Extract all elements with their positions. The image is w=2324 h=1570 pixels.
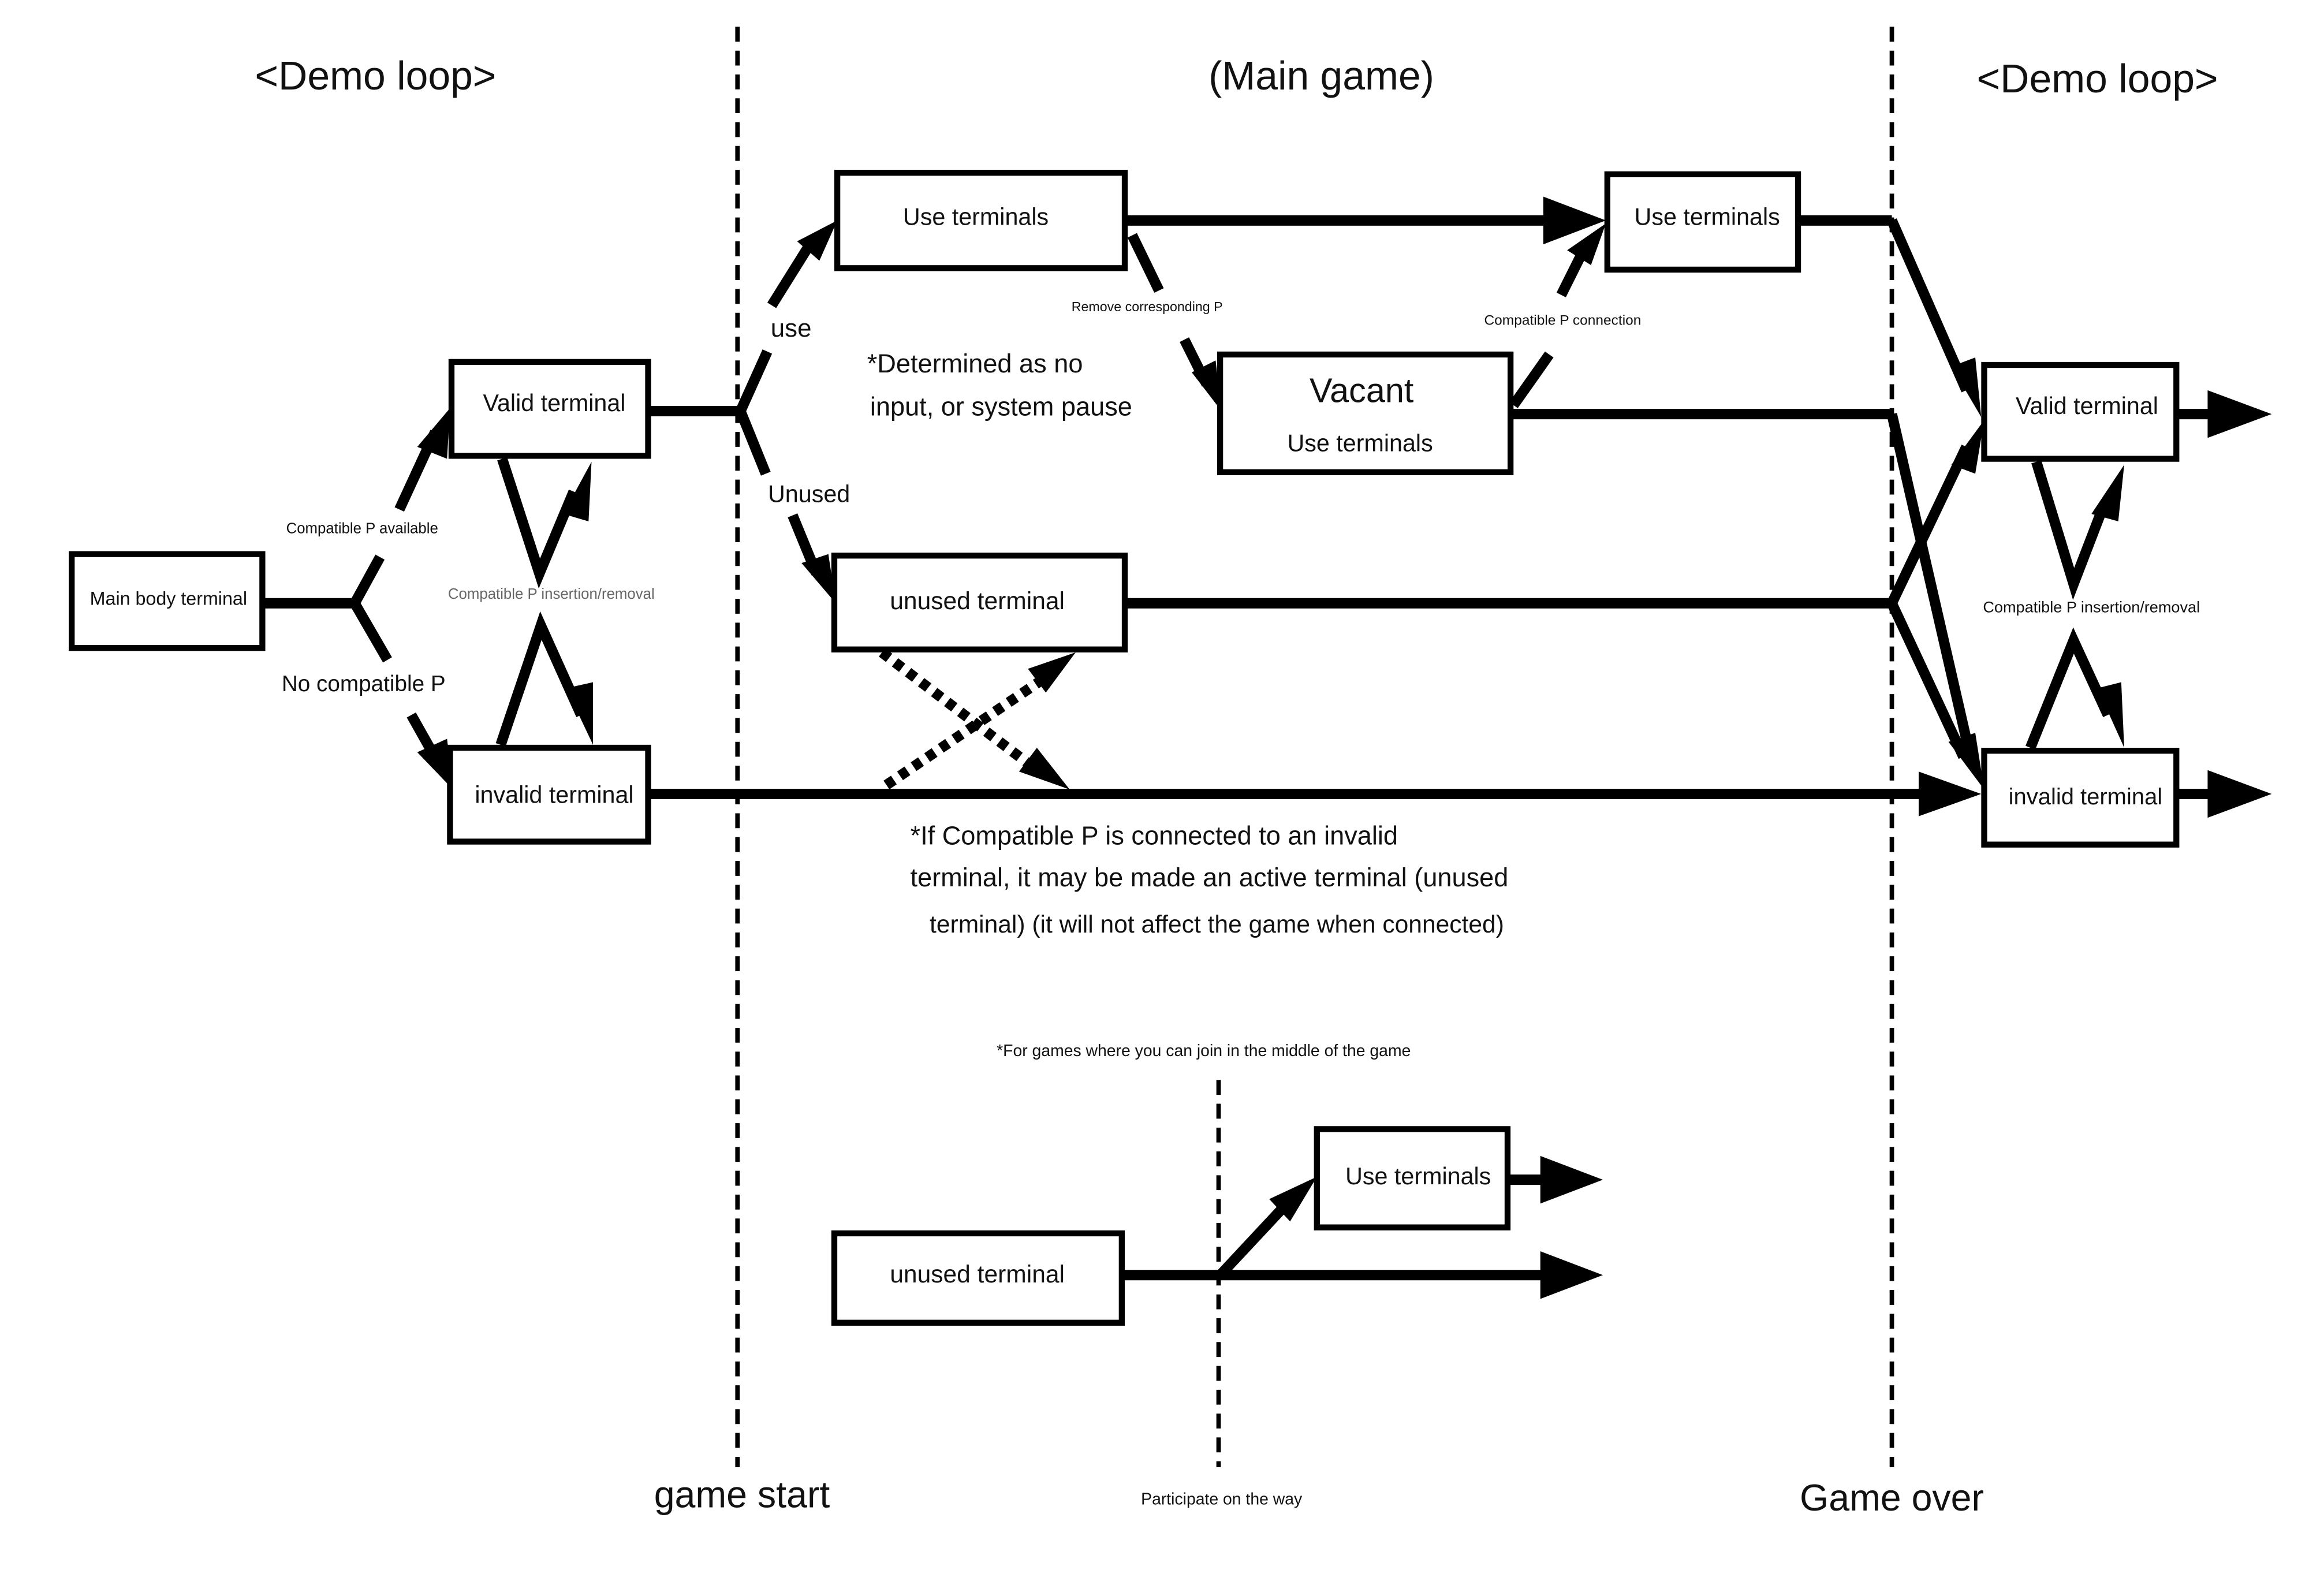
arrowhead-join-to-use [1269, 1176, 1317, 1222]
node-valid-terminal-right-label: Valid terminal [2016, 393, 2158, 419]
arrowhead-invalid-right [1918, 771, 1982, 816]
label-use: use [771, 314, 812, 342]
node-invalid-terminal-right-label: invalid terminal [2009, 784, 2163, 810]
fork-upper-stub [350, 554, 385, 606]
node-use-terminals-label: Use terminals [903, 204, 1049, 230]
arrowhead-route-valid-bottom [1951, 420, 1984, 474]
arrowhead-up-to-valid-right [2091, 464, 2124, 521]
arrowhead-to-valid-left [417, 408, 450, 459]
label-remove-corresponding-p: Remove corresponding P [1072, 299, 1223, 314]
arrowhead-use-bottom-out [1540, 1155, 1603, 1204]
arrowhead-down-to-invalid-left [566, 682, 594, 745]
node-use-terminals-bottom-label: Use terminals [1345, 1163, 1491, 1189]
route-unused-to-invalid-right [1887, 601, 1968, 759]
node-unused-terminal-label: unused terminal [890, 587, 1065, 615]
label-insertion-removal-right: Compatible P insertion/removal [1983, 598, 2200, 616]
arrowhead-to-invalid-left [417, 739, 453, 790]
arrowhead-dotted-up [1028, 652, 1076, 693]
arrowhead-to-use-terminals [797, 220, 838, 261]
arrowhead-unused-bottom-out [1540, 1251, 1603, 1299]
arrowhead-down-to-invalid-right [2097, 682, 2124, 748]
arrow-vacant-up [1509, 351, 1554, 408]
fork-lower-stub [350, 601, 392, 663]
arrowhead-route-valid-top [1951, 357, 1982, 417]
route-vacant-to-invalid-right [1886, 413, 1975, 754]
node-invalid-terminal-left-label: invalid terminal [475, 781, 633, 808]
arrow-use [767, 243, 814, 308]
node-vacant [1217, 351, 1514, 475]
node-vacant-subtitle: Use terminals [1287, 430, 1433, 457]
node-valid-terminal-left-label: Valid terminal [483, 390, 626, 416]
dotted-unused-to-invalid [879, 648, 1046, 779]
note-determined-2: input, or system pause [870, 392, 1132, 422]
label-compatible-p-available: Compatible P available [286, 521, 438, 537]
fork-unused-branch [736, 409, 771, 476]
note-join-midgame: *For games where you can join in the mid… [997, 1042, 1411, 1060]
note-invalid-2: terminal, it may be made an active termi… [911, 863, 1509, 892]
arrowhead-to-vacant [1192, 360, 1222, 411]
node-valid-terminal-left [448, 359, 651, 459]
dotted-invalid-to-unused [883, 669, 1055, 789]
label-compatible-p-connection: Compatible P connection [1484, 312, 1641, 328]
section-header-demo-loop-left: <Demo loop> [255, 53, 496, 98]
v-upper-left [497, 457, 579, 589]
node-use-terminals [834, 170, 1128, 271]
v-upper-right [2031, 460, 2109, 600]
node-main-body-terminal [69, 551, 266, 651]
arrowhead-route-invalid-top [1948, 733, 1984, 790]
section-header-main-game: (Main game) [1208, 53, 1434, 98]
note-determined-1: *Determined as no [867, 349, 1083, 378]
route-use-to-valid-right [1887, 218, 1971, 393]
node-invalid-terminal-left [447, 744, 651, 845]
v-lower-right [2025, 627, 2113, 750]
v-lower-left [495, 611, 586, 747]
game-over-label: Game over [1800, 1477, 1984, 1519]
note-invalid-1: *If Compatible P is connected to an inva… [911, 821, 1398, 851]
arrowhead-dotted-down [1019, 748, 1070, 790]
node-use-terminals-right [1604, 171, 1801, 273]
arrow-remove-corresponding [1127, 233, 1164, 293]
section-header-demo-loop-right: <Demo loop> [1976, 56, 2218, 101]
note-invalid-3: terminal) (it will not affect the game w… [930, 911, 1504, 938]
arrowhead-to-unused-terminal [801, 554, 836, 603]
node-vacant-title: Vacant [1310, 371, 1414, 410]
arrowhead-invalid-right-out [2207, 770, 2272, 818]
arrow-join-to-use [1218, 1203, 1288, 1277]
game-start-label: game start [654, 1474, 830, 1516]
arrowhead-to-use-terminals-right [1543, 196, 1606, 245]
arrowhead-valid-right-out [2207, 390, 2272, 438]
label-no-compatible-p: No compatible P [282, 672, 446, 696]
node-invalid-terminal-right [1981, 748, 2180, 848]
node-unused-terminal-bottom-label: unused terminal [890, 1261, 1065, 1288]
arrowhead-to-use-right-from-vacant [1567, 223, 1606, 266]
node-main-body-terminal-label: Main body terminal [90, 588, 247, 609]
arrowhead-up-to-valid-left [563, 461, 592, 521]
label-unused: Unused [768, 480, 850, 507]
participate-label: Participate on the way [1141, 1490, 1303, 1508]
fork-use-branch [736, 349, 773, 413]
node-use-terminals-bottom [1314, 1126, 1511, 1230]
arrow-connection-up [1556, 251, 1587, 297]
node-use-terminals-right-label: Use terminals [1635, 204, 1780, 230]
label-insertion-removal-left: Compatible P insertion/removal [448, 586, 655, 602]
route-unused-to-valid-right [1887, 445, 1971, 606]
